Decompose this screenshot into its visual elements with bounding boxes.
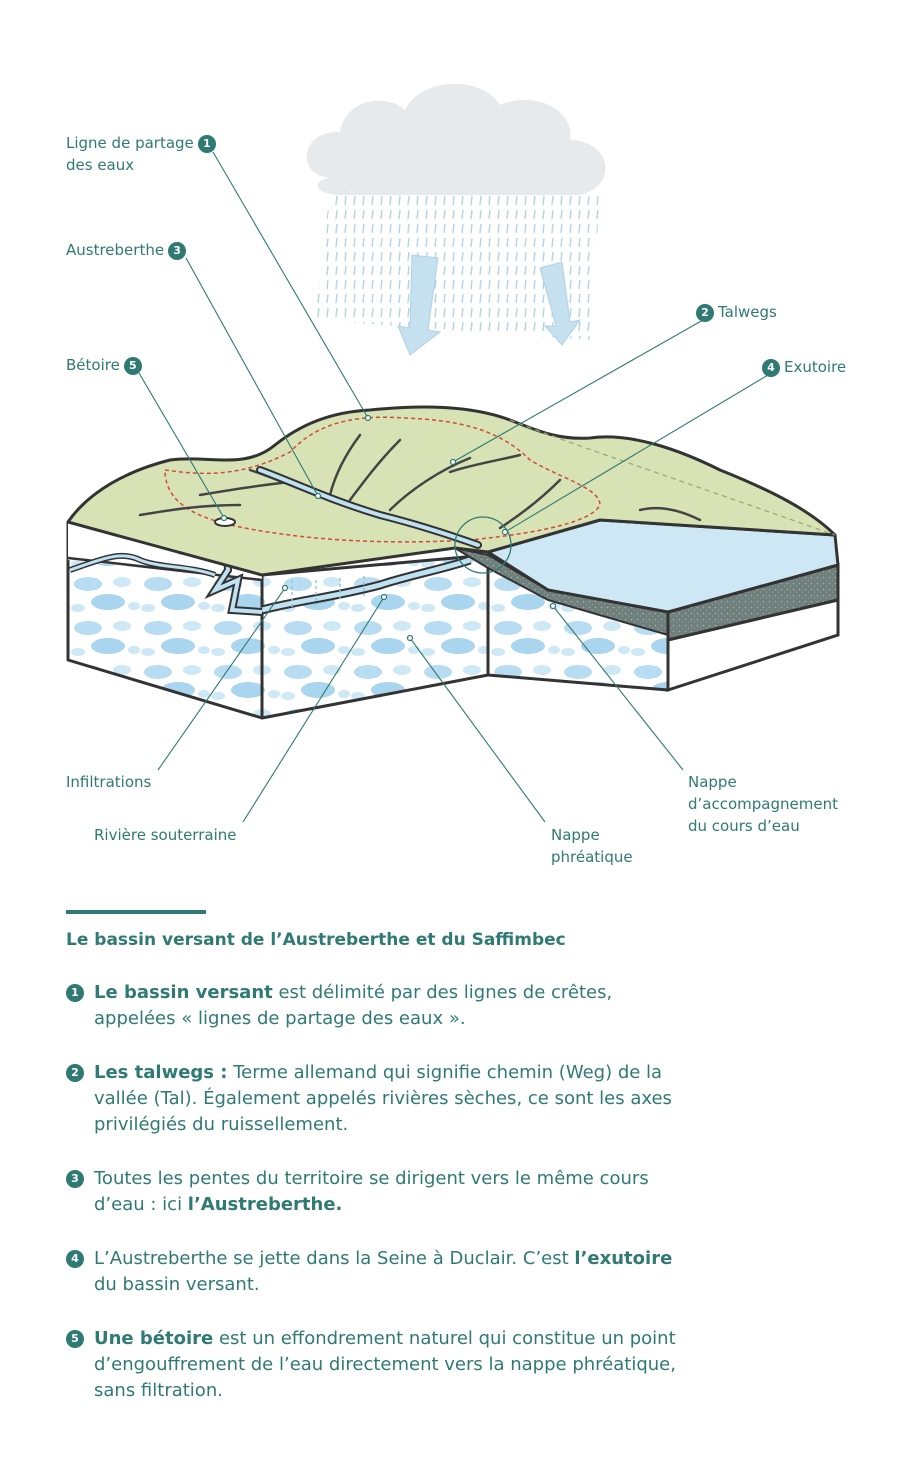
- legend-text: Terme allemand qui signifie chemin (Weg)…: [94, 1062, 672, 1135]
- rain-cloud-icon: [306, 83, 606, 340]
- label-nappe-phreatique: Nappe phréatique: [551, 824, 633, 868]
- label-text: Ligne de partage: [66, 134, 194, 152]
- legend-title: Le bassin versant de l’Austreberthe et d…: [66, 930, 566, 950]
- soil-block: [66, 520, 840, 720]
- label-riviere-souterraine: Rivière souterraine: [94, 824, 236, 846]
- legend-item-4: 4 L’Austreberthe se jette dans la Seine …: [66, 1246, 694, 1298]
- label-text: Nappe: [551, 826, 600, 844]
- legend-bold: l’Austreberthe.: [187, 1194, 343, 1215]
- legend-bold: Le bassin versant: [94, 982, 273, 1003]
- exutoire-marker: [454, 516, 512, 574]
- legend: Le bassin versant de l’Austreberthe et d…: [66, 910, 846, 1432]
- number-badge: 1: [66, 984, 84, 1002]
- number-badge: 4: [66, 1250, 84, 1268]
- label-infiltrations: Infiltrations: [66, 771, 151, 793]
- number-badge: 4: [762, 359, 780, 377]
- number-badge: 3: [66, 1170, 84, 1188]
- legend-divider: [66, 910, 206, 914]
- label-text: Talwegs: [718, 303, 777, 321]
- label-text: Austreberthe: [66, 241, 165, 259]
- number-badge: 3: [168, 242, 187, 260]
- label-nappe-accompagnement: Nappe d’accompagnement du cours d’eau: [688, 771, 838, 837]
- legend-text: du bassin versant.: [94, 1274, 260, 1295]
- label-text: Rivière souterraine: [94, 826, 237, 844]
- legend-bold: Les talwegs :: [94, 1062, 228, 1083]
- number-badge: 2: [66, 1064, 84, 1082]
- number-badge: 1: [197, 135, 216, 153]
- legend-item-5: 5 Une bétoire est un effondrement nature…: [66, 1326, 694, 1404]
- legend-text: est délimité par des lignes de crêtes, a…: [94, 982, 613, 1029]
- label-text: Bétoire: [66, 356, 120, 374]
- legend-bold: Une bétoire: [94, 1328, 214, 1349]
- legend-item-2: 2 Les talwegs : Terme allemand qui signi…: [66, 1060, 694, 1138]
- label-text: des eaux: [66, 156, 135, 174]
- label-text: d’accompagnement: [688, 795, 838, 813]
- legend-item-1: 1 Le bassin versant est délimité par des…: [66, 980, 694, 1032]
- number-badge: 5: [123, 357, 142, 375]
- legend-text: est un effondrement naturel qui constitu…: [94, 1328, 676, 1401]
- label-text: Exutoire: [784, 358, 847, 376]
- number-badge: 2: [696, 304, 714, 322]
- label-text: phréatique: [551, 848, 633, 866]
- label-text: Infiltrations: [66, 773, 152, 791]
- number-badge: 5: [66, 1330, 84, 1348]
- legend-item-3: 3 Toutes les pentes du territoire se dir…: [66, 1166, 694, 1218]
- leader-lines: [138, 151, 769, 823]
- legend-text: L’Austreberthe se jette dans la Seine à …: [94, 1248, 575, 1269]
- legend-bold: l’exutoire: [574, 1248, 673, 1269]
- label-text: du cours d’eau: [688, 817, 800, 835]
- rain-arrow-icon: [397, 254, 582, 356]
- label-text: Nappe: [688, 773, 737, 791]
- legend-text: Toutes les pentes du territoire se dirig…: [94, 1168, 649, 1215]
- watershed-diagram: [66, 83, 840, 823]
